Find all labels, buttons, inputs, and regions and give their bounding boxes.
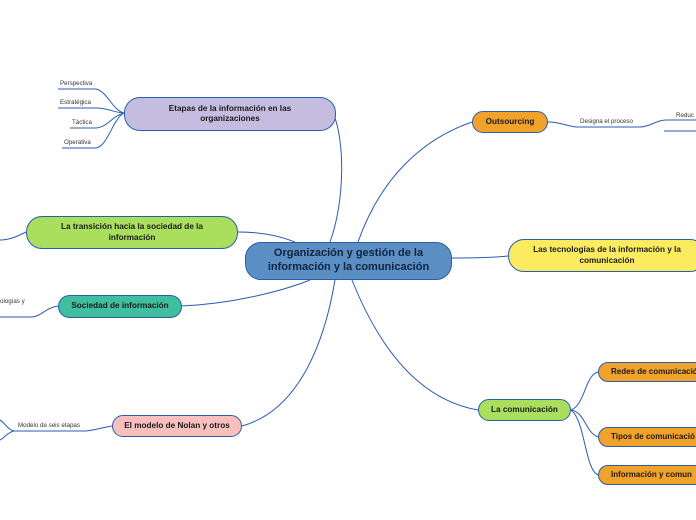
connector-redes — [570, 371, 599, 411]
connector-operativa — [62, 112, 125, 149]
topic-outsourcing-label: Outsourcing — [485, 116, 535, 126]
central-topic-label: Organización y gestión de la información… — [267, 247, 430, 273]
topic-etapas[interactable]: Etapas de la información en las organiza… — [124, 97, 336, 131]
connector-sociedad-leaf — [0, 305, 59, 318]
topic-outsourcing[interactable]: Outsourcing — [472, 111, 548, 133]
connector-tecnologias — [449, 255, 509, 259]
leaf-sociedad-tecnologias[interactable]: ologías y — [0, 298, 25, 305]
topic-comunicacion[interactable]: La comunicación — [478, 399, 571, 421]
subtopic-redes-comunicacion[interactable]: Redes de comunicació — [598, 362, 696, 382]
topic-comunicacion-label: La comunicación — [491, 404, 558, 414]
topic-nolan-label: El modelo de Nolan y otros — [124, 420, 230, 430]
central-topic[interactable]: Organización y gestión de la información… — [245, 242, 452, 280]
leaf-tactica[interactable]: Táctica — [72, 119, 92, 126]
topic-sociedad-label: Sociedad de información — [71, 301, 169, 311]
topic-etapas-label: Etapas de la información en las organiza… — [168, 103, 292, 123]
leaf-estrategica[interactable]: Estratégica — [60, 99, 91, 106]
leaf-reduc[interactable]: Reduc — [676, 112, 694, 119]
connector-nolan-leaf-3 — [0, 419, 15, 432]
topic-nolan[interactable]: El modelo de Nolan y otros — [112, 415, 242, 437]
connector-transicion-leaf — [0, 231, 27, 241]
topic-transicion[interactable]: La transición hacia la sociedad de la in… — [26, 216, 238, 249]
connector-nolan-leaf — [14, 425, 113, 432]
connector-perspectiva — [58, 88, 125, 114]
leaf-operativa[interactable]: Operativa — [64, 139, 91, 146]
subtopic-redes-label: Redes de comunicació — [611, 367, 696, 376]
leaf-perspectiva[interactable]: Perspectiva — [60, 80, 93, 87]
connector-nolan-leaf-2 — [0, 430, 15, 441]
topic-tecnologias-label: Las tecnologías de la información y la c… — [533, 245, 681, 265]
connector-outsourcing — [357, 121, 473, 243]
subtopic-informacion-comunicacion[interactable]: Información y comun — [598, 465, 696, 485]
topic-tecnologias[interactable]: Las tecnologías de la información y la c… — [508, 239, 696, 272]
connector-tipos — [570, 409, 599, 438]
connector-etapas — [329, 112, 343, 243]
connector-transicion — [237, 231, 296, 243]
connector-reduc — [639, 119, 696, 128]
subtopic-tipos-label: Tipos de comunicació — [611, 432, 695, 441]
connector-sociedad — [180, 279, 311, 307]
topic-sociedad[interactable]: Sociedad de información — [58, 295, 182, 318]
connector-comunicacion — [351, 279, 479, 411]
connector-designa — [547, 121, 640, 128]
subtopic-informacion-label: Información y comun — [611, 470, 692, 479]
topic-transicion-label: La transición hacia la sociedad de la in… — [61, 222, 203, 242]
connector-tactica — [70, 112, 125, 129]
leaf-designa-proceso[interactable]: Designa el proceso — [580, 118, 633, 125]
leaf-modelo-seis-etapas[interactable]: Modelo de seis etapas — [18, 422, 80, 429]
connector-informacion — [570, 409, 599, 476]
subtopic-tipos-comunicacion[interactable]: Tipos de comunicació — [598, 427, 696, 447]
connector-nolan — [241, 279, 336, 427]
connector-estrategica — [58, 107, 125, 114]
